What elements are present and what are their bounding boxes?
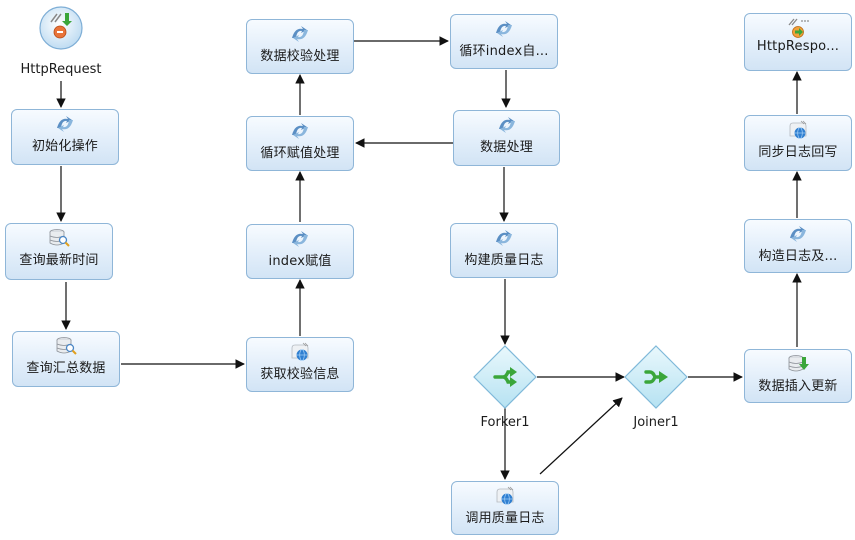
node-data-process-label: 数据处理 bbox=[480, 140, 533, 155]
response-arrow-icon bbox=[788, 18, 809, 38]
database-search-icon bbox=[56, 337, 77, 355]
node-data-insert-update-label: 数据插入更新 bbox=[758, 379, 838, 394]
script-gear-icon bbox=[292, 26, 308, 42]
node-build-quality-log[interactable]: 构建质量日志 bbox=[450, 223, 558, 278]
node-data-insert-update[interactable]: 数据插入更新 bbox=[744, 349, 852, 403]
node-index-assign-label: index赋值 bbox=[268, 254, 332, 269]
script-gear-icon bbox=[496, 230, 512, 246]
node-loop-assign[interactable]: 循环赋值处理 bbox=[246, 116, 354, 171]
node-init-label: 初始化操作 bbox=[31, 139, 98, 154]
node-query-summary[interactable]: 查询汇总数据 bbox=[12, 331, 120, 387]
script-gear-icon bbox=[498, 117, 515, 133]
node-build-log-label: 构造日志及... bbox=[758, 249, 838, 264]
node-call-quality-log-label: 调用质量日志 bbox=[465, 511, 545, 526]
database-insert-icon bbox=[788, 355, 809, 372]
joiner-gateway[interactable] bbox=[624, 345, 688, 409]
web-service-globe-icon bbox=[789, 120, 807, 139]
web-service-globe-icon bbox=[291, 342, 309, 361]
node-get-check-info[interactable]: 获取校验信息 bbox=[246, 337, 354, 392]
node-data-process[interactable]: 数据处理 bbox=[453, 110, 560, 166]
node-query-latest-label: 查询最新时间 bbox=[19, 253, 99, 268]
node-loop-assign-label: 循环赋值处理 bbox=[260, 146, 340, 161]
script-gear-icon bbox=[790, 226, 806, 242]
node-data-check-label: 数据校验处理 bbox=[260, 49, 340, 64]
web-service-globe-icon bbox=[496, 486, 514, 505]
forker-gateway[interactable] bbox=[473, 345, 537, 409]
joiner-label: Joiner1 bbox=[633, 415, 679, 430]
node-get-check-info-label: 获取校验信息 bbox=[260, 367, 340, 382]
node-query-latest[interactable]: 查询最新时间 bbox=[5, 223, 113, 280]
node-loop-index-label: 循环index自... bbox=[459, 44, 549, 59]
script-gear-icon bbox=[292, 123, 308, 139]
node-query-summary-label: 查询汇总数据 bbox=[26, 361, 106, 376]
fork-arrow-icon bbox=[473, 345, 537, 409]
node-build-quality-log-label: 构建质量日志 bbox=[464, 253, 544, 268]
join-arrow-icon bbox=[624, 345, 688, 409]
http-request-label: HttpRequest bbox=[20, 62, 102, 77]
node-http-response-label: HttpRespo... bbox=[756, 39, 840, 54]
node-sync-log-write[interactable]: 同步日志回写 bbox=[744, 115, 852, 171]
database-search-icon bbox=[49, 229, 70, 247]
node-build-log[interactable]: 构造日志及... bbox=[744, 219, 852, 273]
node-index-assign[interactable]: index赋值 bbox=[246, 224, 354, 279]
script-gear-icon bbox=[57, 116, 73, 132]
http-request-start-event[interactable] bbox=[37, 4, 85, 52]
node-sync-log-write-label: 同步日志回写 bbox=[758, 145, 838, 160]
node-data-check[interactable]: 数据校验处理 bbox=[246, 19, 354, 74]
node-loop-index[interactable]: 循环index自... bbox=[450, 14, 558, 69]
edge-callquality-joiner bbox=[539, 397, 623, 475]
script-gear-icon bbox=[496, 21, 512, 37]
forker-label: Forker1 bbox=[480, 415, 530, 430]
node-http-response[interactable]: HttpRespo... bbox=[744, 13, 852, 71]
node-call-quality-log[interactable]: 调用质量日志 bbox=[451, 481, 559, 535]
script-gear-icon bbox=[292, 231, 308, 247]
node-init[interactable]: 初始化操作 bbox=[11, 109, 119, 165]
start-event-icon bbox=[39, 6, 83, 50]
